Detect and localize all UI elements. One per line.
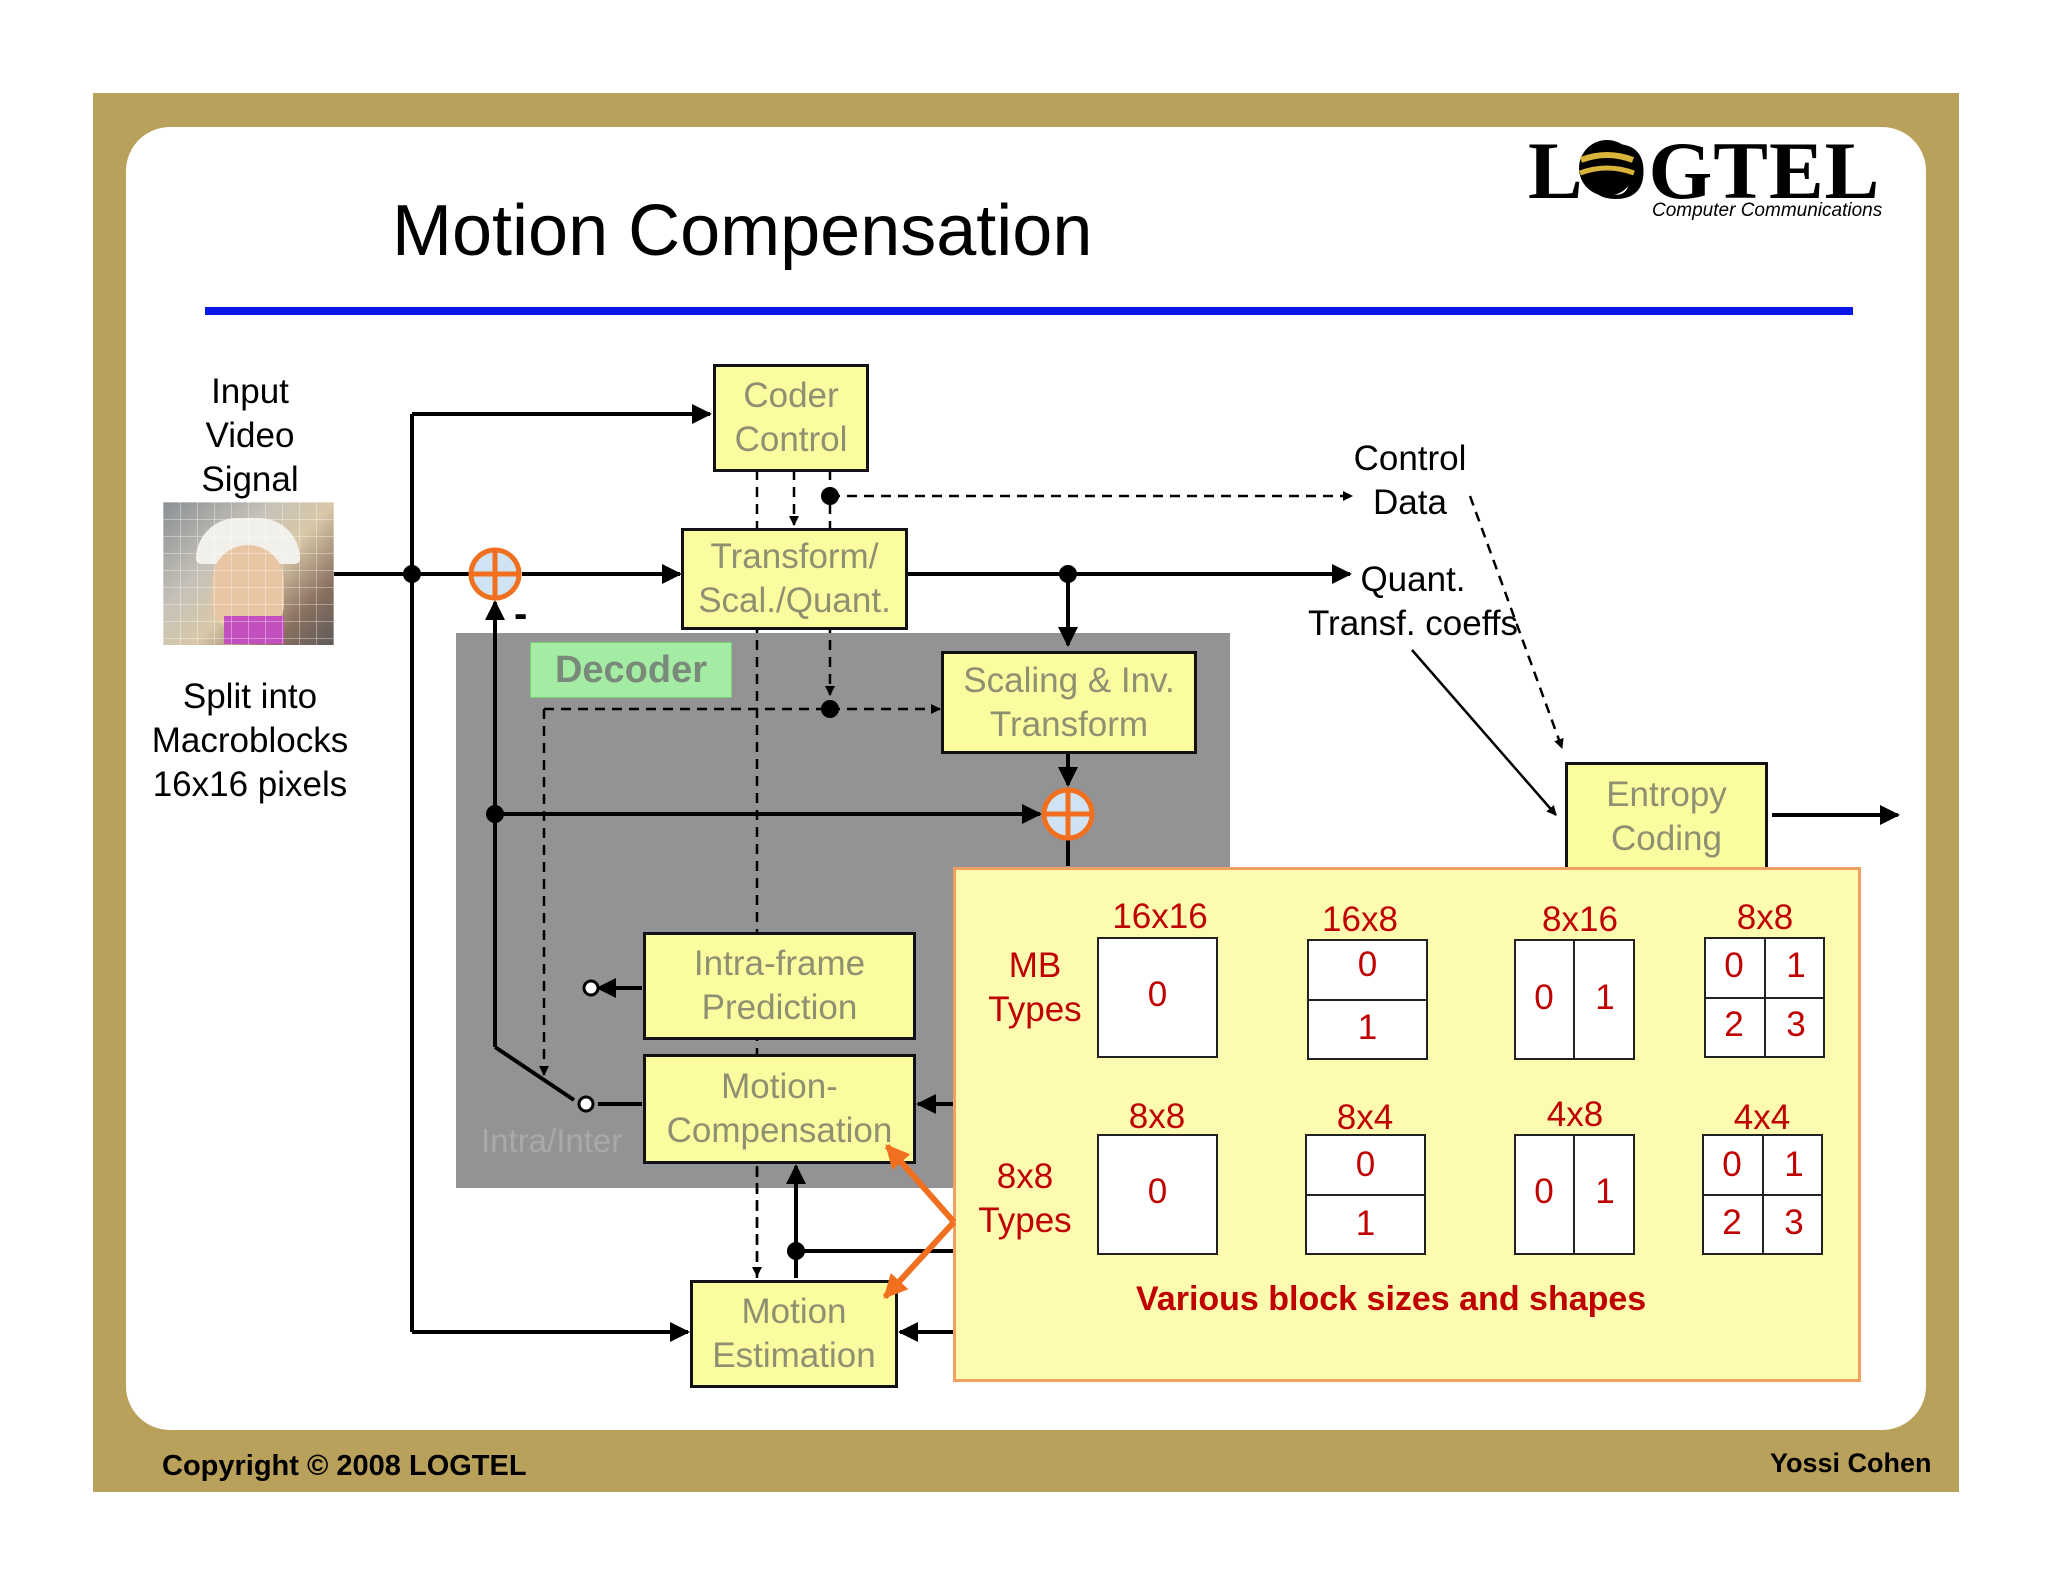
intra-prediction-block: Intra-frame Prediction <box>643 932 916 1040</box>
block-sizes-caption: Various block sizes and shapes <box>1136 1280 1647 1318</box>
partition-index: 1 <box>1595 978 1615 1017</box>
partition-index: 3 <box>1784 1203 1804 1242</box>
summer-icon <box>1041 787 1095 841</box>
macroblock-grid <box>163 502 334 645</box>
motion-compensation-block: Motion- Compensation <box>643 1054 916 1164</box>
sub-type-size: 8x4 <box>1336 1098 1394 1137</box>
summer-icon <box>468 547 522 601</box>
partition-index: 0 <box>1534 1172 1554 1211</box>
partition-divider <box>1307 999 1428 1001</box>
partition-index: 3 <box>1786 1005 1806 1044</box>
footer-author: Yossi Cohen <box>1770 1448 1932 1478</box>
partition-index: 1 <box>1784 1145 1804 1184</box>
entropy-coding-block: Entropy Coding <box>1565 762 1768 872</box>
partition-index: 1 <box>1355 1204 1376 1243</box>
sub-type-size: 4x8 <box>1546 1095 1604 1134</box>
partition-index: 0 <box>1724 946 1744 985</box>
partition-divider <box>1762 1134 1764 1255</box>
input-video-label: Input Video Signal <box>201 372 299 499</box>
partition-divider <box>1764 937 1766 1058</box>
partition-index: 1 <box>1595 1172 1615 1211</box>
control-data-label: Control Data <box>1353 439 1467 522</box>
scaling-inverse-transform-block: Scaling & Inv. Transform <box>941 651 1197 754</box>
sub-type-size: 8x8 <box>1128 1097 1186 1136</box>
decoder-tag: Decoder <box>530 642 732 698</box>
intra-inter-label: Intra/Inter <box>481 1122 623 1159</box>
sub-types-label: 8x8 Types <box>978 1157 1072 1240</box>
logo-subtitle: Computer Communications <box>1652 200 1883 221</box>
partition-index: 1 <box>1357 1008 1378 1047</box>
partition-block <box>1097 1134 1218 1255</box>
sub-type-size: 4x4 <box>1733 1098 1791 1137</box>
partition-index: 0 <box>1357 945 1378 984</box>
footer-copyright: Copyright © 2008 LOGTEL <box>162 1450 527 1482</box>
slide-title: Motion Compensation <box>392 191 1093 271</box>
title-rule <box>205 307 1853 315</box>
quant-coeffs-label: Quant. Transf. coeffs <box>1307 560 1519 643</box>
partition-index: 2 <box>1724 1005 1744 1044</box>
minus-sign: - <box>514 592 528 636</box>
partition-divider <box>1305 1194 1426 1196</box>
coder-control-block: Coder Control <box>713 364 869 472</box>
partition-divider <box>1573 939 1575 1060</box>
split-macroblocks-label: Split into Macroblocks 16x16 pixels <box>151 677 349 804</box>
partition-index: 2 <box>1722 1203 1742 1242</box>
partition-block <box>1097 937 1218 1058</box>
video-shirt <box>224 616 284 644</box>
mb-types-label: MB Types <box>988 946 1082 1029</box>
mb-type-size: 8x8 <box>1736 898 1794 937</box>
mb-type-size: 16x8 <box>1322 900 1398 939</box>
mb-type-size: 16x16 <box>1112 897 1208 936</box>
partition-index: 0 <box>1355 1145 1376 1184</box>
partition-index: 0 <box>1534 978 1554 1017</box>
partition-index: 0 <box>1147 975 1168 1014</box>
motion-estimation-block: Motion Estimation <box>690 1280 898 1388</box>
partition-index: 0 <box>1722 1145 1742 1184</box>
partition-divider <box>1573 1134 1575 1255</box>
partition-index: 0 <box>1147 1172 1168 1211</box>
mb-type-size: 8x16 <box>1542 900 1618 939</box>
transform-quant-block: Transform/ Scal./Quant. <box>681 528 908 630</box>
partition-index: 1 <box>1786 946 1806 985</box>
